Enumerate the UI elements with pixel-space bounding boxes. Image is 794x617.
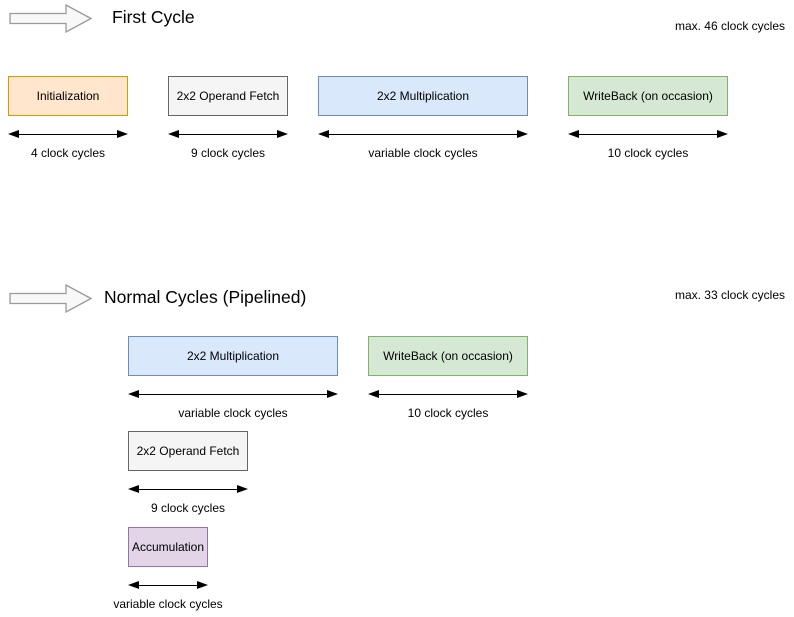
arrow-line	[11, 134, 125, 136]
stage-label: 2x2 Multiplication	[376, 89, 470, 103]
right-arrowhead-icon	[277, 130, 288, 139]
arrow-line	[371, 394, 525, 396]
duration-arrow	[128, 388, 338, 402]
arrow-line	[131, 394, 335, 396]
right-arrowhead-icon	[197, 581, 208, 590]
stage-box: 2x2 Operand Fetch	[168, 76, 288, 116]
stage-box: WriteBack (on occasion)	[368, 336, 528, 376]
stage-box: 2x2 Multiplication	[318, 76, 528, 116]
stage-box: WriteBack (on occasion)	[568, 76, 728, 116]
stage-writeback-first: WriteBack (on occasion) 10 clock cycles	[568, 76, 728, 166]
max-cycles-label-normal: max. 33 clock cycles	[674, 288, 785, 302]
duration-arrow	[128, 579, 208, 593]
stage-label: WriteBack (on occasion)	[383, 349, 513, 363]
right-arrow-icon	[9, 284, 92, 313]
stage-box: 2x2 Multiplication	[128, 336, 338, 376]
duration-label: 9 clock cycles	[150, 501, 226, 515]
duration-arrow	[128, 483, 248, 497]
stage-label: 2x2 Multiplication	[186, 349, 280, 363]
duration-arrow	[168, 128, 288, 142]
stage-initialization: Initialization 4 clock cycles	[8, 76, 128, 166]
section-title-normal-cycles: Normal Cycles (Pipelined)	[104, 287, 307, 307]
arrow-line	[131, 489, 245, 491]
duration-label: variable clock cycles	[368, 146, 478, 160]
arrow-line	[321, 134, 525, 136]
duration-label: 10 clock cycles	[407, 406, 489, 420]
stage-box: Accumulation	[128, 527, 208, 567]
stage-writeback-normal: WriteBack (on occasion) 10 clock cycles	[368, 336, 528, 426]
stage-operand-fetch-normal: 2x2 Operand Fetch 9 clock cycles	[128, 431, 248, 521]
stage-label: WriteBack (on occasion)	[583, 89, 713, 103]
max-cycles-label-first: max. 46 clock cycles	[674, 19, 785, 33]
duration-label: variable clock cycles	[178, 406, 288, 420]
duration-label: 9 clock cycles	[190, 146, 266, 160]
right-arrowhead-icon	[327, 390, 338, 399]
duration-arrow	[368, 388, 528, 402]
stage-box: Initialization	[8, 76, 128, 116]
stage-label: Initialization	[36, 89, 100, 103]
stage-operand-fetch-first: 2x2 Operand Fetch 9 clock cycles	[168, 76, 288, 166]
stage-multiplication-first: 2x2 Multiplication variable clock cycles	[318, 76, 528, 166]
right-arrowhead-icon	[517, 130, 528, 139]
duration-arrow	[8, 128, 128, 142]
duration-label: 10 clock cycles	[607, 146, 689, 160]
right-arrowhead-icon	[517, 390, 528, 399]
arrow-line	[131, 585, 205, 587]
duration-label: 4 clock cycles	[30, 146, 106, 160]
right-arrow-icon	[9, 4, 92, 33]
stage-multiplication-normal: 2x2 Multiplication variable clock cycles	[128, 336, 338, 426]
section-title-first-cycle: First Cycle	[112, 7, 195, 27]
arrow-line	[571, 134, 725, 136]
stage-label: 2x2 Operand Fetch	[176, 89, 280, 103]
right-arrowhead-icon	[237, 485, 248, 494]
stage-label: Accumulation	[131, 540, 205, 554]
stage-box: 2x2 Operand Fetch	[128, 431, 248, 471]
stage-accumulation: Accumulation variable clock cycles	[113, 527, 223, 617]
arrow-line	[171, 134, 285, 136]
right-arrowhead-icon	[117, 130, 128, 139]
duration-arrow	[568, 128, 728, 142]
right-arrowhead-icon	[717, 130, 728, 139]
duration-label: variable clock cycles	[113, 597, 223, 611]
duration-arrow	[318, 128, 528, 142]
stage-label: 2x2 Operand Fetch	[136, 444, 240, 458]
